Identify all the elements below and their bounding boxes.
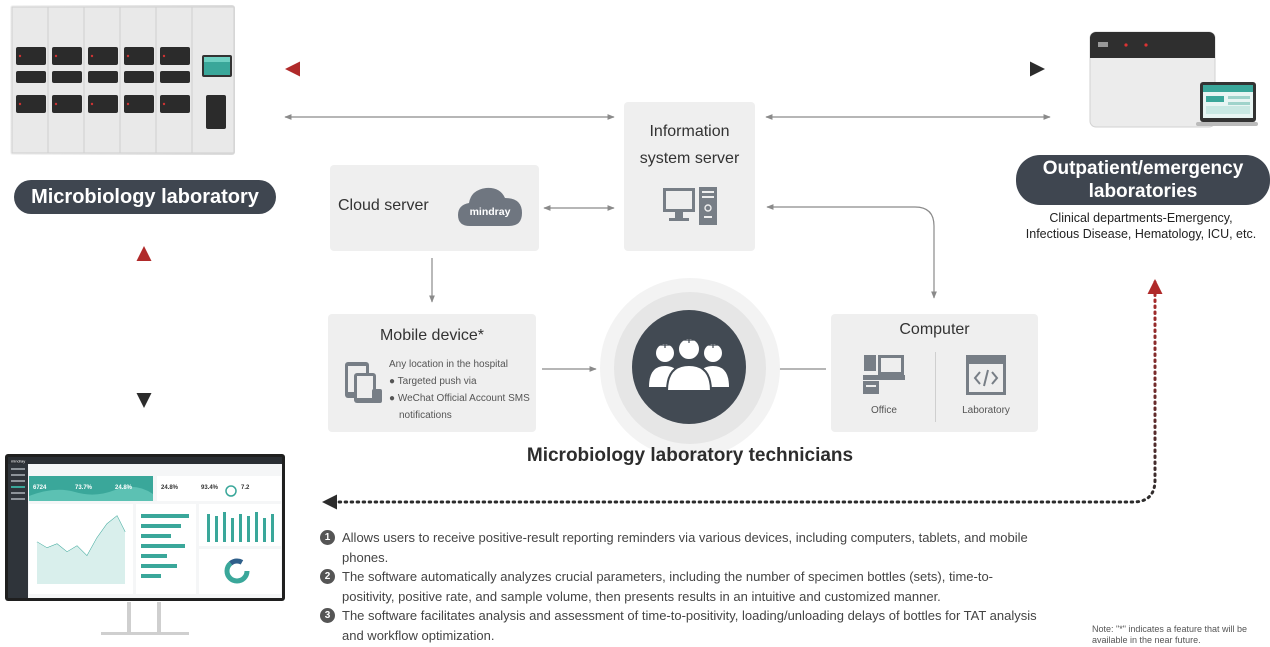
- technicians-caption: Microbiology laboratory technicians: [526, 445, 854, 466]
- info-server-title-line1: Information: [649, 123, 730, 140]
- mobile-device-title: Mobile device*: [379, 327, 485, 344]
- mobile-item: Any location in the hospital: [389, 359, 508, 370]
- computer-office-label: Office: [871, 405, 897, 416]
- feature-text: The software facilitates analysis and as…: [342, 608, 1037, 643]
- dotted-arrow-right-elbow: [322, 279, 1163, 510]
- dashboard-kpi5: 93.4%: [201, 485, 219, 491]
- outpatient-label-line2: laboratories: [1088, 181, 1198, 202]
- mobile-devices-icon: [345, 362, 382, 403]
- feature-text: The software automatically analyzes cruc…: [342, 569, 994, 604]
- feature-item: 2 The software automatically analyzes cru…: [320, 567, 1040, 606]
- mobile-device-list: Any location in the hospital ● Targeted …: [389, 356, 534, 424]
- microbiology-analyzer-image: [10, 5, 235, 155]
- feature-number: 1: [320, 530, 335, 545]
- info-system-server-box: [624, 102, 755, 251]
- info-server-title-line2: system server: [639, 150, 740, 167]
- feature-number: 2: [320, 569, 335, 584]
- microbiology-laboratory-label: Microbiology laboratory: [14, 180, 276, 214]
- desktop-server-icon: [663, 187, 717, 225]
- mobile-item: notifications: [399, 410, 452, 421]
- technicians-group-icon: [649, 337, 729, 391]
- computer-lab-label: Laboratory: [962, 405, 1010, 416]
- cloud-icon: mindray: [458, 187, 522, 226]
- info-server-title: Information system server: [624, 118, 755, 172]
- office-desk-icon: [863, 355, 905, 394]
- dashboard-kpi4: 24.8%: [161, 485, 179, 491]
- cloud-logo-text: mindray: [470, 206, 511, 218]
- computer-divider: [935, 352, 936, 422]
- outpatient-departments-text: Clinical departments-Emergency, Infectio…: [1010, 210, 1270, 242]
- mobile-item: Targeted push via: [397, 376, 477, 387]
- dashboard-monitor-image: mindray 6724 73.7% 24.8% 24.8% 93.4% 7.2: [5, 454, 285, 635]
- cloud-server-title: Cloud server: [338, 197, 429, 214]
- code-window-icon: [966, 355, 1006, 395]
- mobile-item: WeChat Official Account SMS: [397, 393, 530, 404]
- mobile-item-bullet: ● Targeted push via: [389, 376, 477, 387]
- dashboard-kpi2: 73.7%: [75, 485, 93, 491]
- computer-title: Computer: [899, 321, 970, 338]
- outpatient-laboratories-label: Outpatient/emergency laboratories: [1016, 155, 1270, 205]
- footnote: Note: "*" indicates a feature that will …: [1092, 624, 1247, 645]
- outpatient-analyzer-image: [1089, 31, 1258, 128]
- outpatient-sub-line1: Clinical departments-Emergency,: [1049, 211, 1233, 225]
- outpatient-label-line1: Outpatient/emergency: [1042, 158, 1244, 179]
- arrow-info-to-computer: [766, 204, 937, 299]
- feature-text: Allows users to receive positive-result …: [342, 530, 1028, 565]
- dashboard-brand: mindray: [11, 459, 25, 464]
- outpatient-sub-line2: Infectious Disease, Hematology, ICU, etc…: [1025, 227, 1257, 241]
- dashboard-kpi3: 24.8%: [115, 485, 133, 491]
- mobile-item-bullet: ● WeChat Official Account SMS: [389, 393, 530, 404]
- feature-item: 1 Allows users to receive positive-result…: [320, 528, 1040, 567]
- feature-number: 3: [320, 608, 335, 623]
- feature-item: 3 The software facilitates analysis and a…: [320, 606, 1040, 645]
- dashboard-kpi1: 6724: [33, 485, 47, 491]
- dashboard-kpi6: 7.2: [241, 485, 250, 491]
- features-list: 1 Allows users to receive positive-result…: [320, 528, 1040, 645]
